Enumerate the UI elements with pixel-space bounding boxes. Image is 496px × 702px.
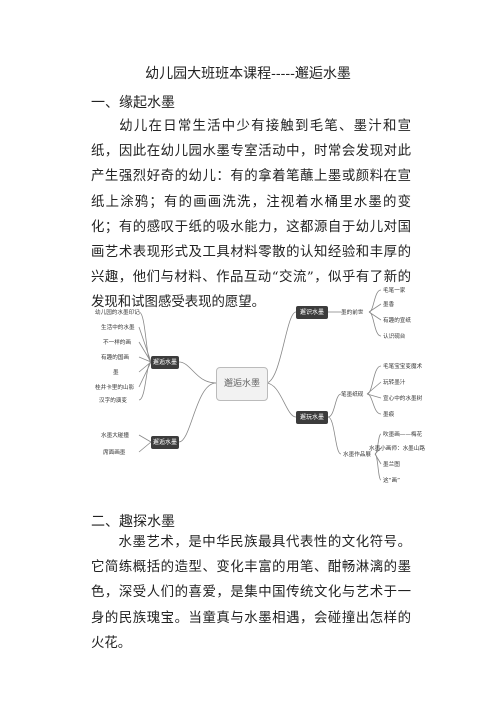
mind-map-node: 邂逅水墨 bbox=[151, 356, 179, 369]
paragraph: 幼儿在日常生活中少有接触到毛笔、墨汁和宣纸，因此在幼儿园水墨专室活动中，时常会发… bbox=[91, 114, 411, 316]
section-heading: 二、趣探水墨 bbox=[91, 514, 175, 530]
mind-map-leaf: 桂井卡里的山影 bbox=[95, 385, 135, 391]
mind-map-leaf: 不一样的画 bbox=[103, 340, 131, 346]
mind-map-leaf: 墨兰图 bbox=[383, 462, 400, 468]
mind-map-node: 邂玩水墨 bbox=[296, 411, 328, 424]
paragraph: 水墨艺术，是中华民族最具代表性的文化符号。它简练概括的造型、变化丰富的用笔、酣畅… bbox=[91, 530, 411, 656]
mind-map-subnode: 水墨作品展 bbox=[343, 452, 371, 458]
mind-map-lines bbox=[138, 289, 382, 481]
mind-map-subnode: 笔墨纸砚 bbox=[341, 392, 364, 398]
mind-map-leaf: 水墨大碰撞 bbox=[101, 433, 129, 439]
mind-map-node: 邂识水墨 bbox=[296, 306, 328, 319]
document-title: 幼儿园大班班本课程-----邂逅水墨 bbox=[145, 66, 351, 82]
mind-map-leaf: 汉字的演变 bbox=[99, 398, 127, 404]
paragraph-text: 水墨艺术，是中华民族最具代表性的文化符号。它简练概括的造型、变化丰富的用笔、酣畅… bbox=[91, 535, 411, 651]
mind-map: 邂逅水墨 邂逅水墨 邂逅水墨 邂识水墨 邂玩水墨 幼儿园的水墨印记 生活中的水墨… bbox=[91, 272, 425, 510]
mind-map-leaf: 这“画” bbox=[383, 478, 400, 484]
mind-map-leaf: 墨 bbox=[113, 370, 119, 376]
mind-map-leaf: 幼儿园的水墨印记 bbox=[95, 310, 140, 316]
paragraph-text: 幼儿在日常生活中少有接触到毛笔、墨汁和宣纸，因此在幼儿园水墨专室活动中，时常会发… bbox=[91, 119, 411, 311]
mind-map-center: 邂逅水墨 bbox=[216, 367, 268, 401]
mind-map-leaf: 席面画墨 bbox=[103, 450, 126, 456]
mind-map-leaf: 毛笔一家 bbox=[383, 288, 406, 294]
mind-map-leaf: 水墨小画师：水墨山路 bbox=[369, 446, 425, 452]
mind-map-leaf: 墨香 bbox=[383, 302, 395, 308]
mind-map-leaf: 墨痕 bbox=[383, 412, 395, 418]
mind-map-subnode: 墨的前世 bbox=[341, 310, 364, 316]
mind-map-leaf: 玩转墨汁 bbox=[383, 380, 406, 386]
mind-map-leaf: 宣心中的水墨树 bbox=[383, 396, 423, 402]
section-heading: 一、缘起水墨 bbox=[91, 95, 175, 111]
mind-map-leaf: 有趣的宣纸 bbox=[383, 318, 411, 324]
mind-map-leaf: 生活中的水墨 bbox=[101, 325, 135, 331]
mind-map-leaf: 认识砚台 bbox=[383, 334, 406, 340]
mind-map-leaf: 吹墨画——梅花 bbox=[383, 432, 423, 438]
mind-map-node: 邂逅水墨 bbox=[151, 436, 179, 449]
mind-map-leaf: 毛笔宝宝变魔术 bbox=[383, 364, 423, 370]
mind-map-leaf: 有趣的国画 bbox=[101, 355, 129, 361]
